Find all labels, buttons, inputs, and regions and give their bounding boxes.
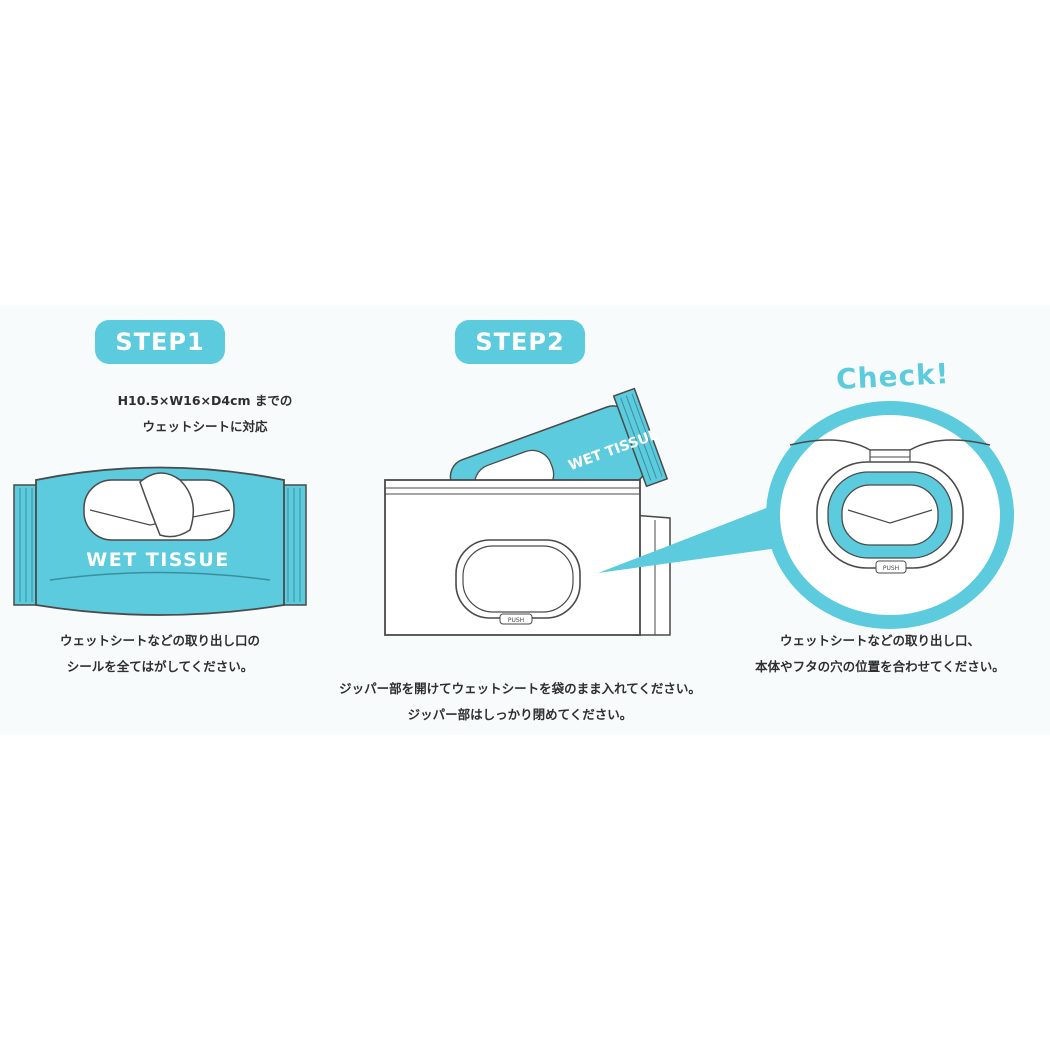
push-label: PUSH <box>508 617 524 624</box>
check-instruction-line1: ウェットシートなどの取り出し口、 <box>779 633 980 648</box>
check-zoom-illustration: PUSH <box>598 401 1014 629</box>
step2-instruction-line1: ジッパー部を開けてウェットシートを袋のまま入れてください。 <box>339 681 701 696</box>
step1-instruction: ウェットシートなどの取り出し口の シールを全てはがしてください。 <box>0 628 320 680</box>
check-instruction-line2: 本体やフタの穴の位置を合わせてください。 <box>755 659 1005 674</box>
step2-instruction-line2: ジッパー部はしっかり閉めてください。 <box>407 707 633 722</box>
step1-badge: STEP1 <box>95 320 225 364</box>
check-push-label: PUSH <box>883 565 899 572</box>
step1-instruction-line1: ウェットシートなどの取り出し口の <box>59 633 260 648</box>
step2-instruction: ジッパー部を開けてウェットシートを袋のまま入れてください。 ジッパー部はしっかり… <box>300 676 740 728</box>
wet-tissue-pack-illustration: WET TISSUE <box>13 466 307 616</box>
wet-tissue-label: WET TISSUE <box>86 549 229 571</box>
step1-instruction-line2: シールを全てはがしてください。 <box>66 659 254 674</box>
step1-size-note-line2: ウェットシートに対応 <box>142 419 268 434</box>
check-instruction: ウェットシートなどの取り出し口、 本体やフタの穴の位置を合わせてください。 <box>720 628 1040 680</box>
case-with-pack-illustration: WET TISSUE PUSH <box>384 387 671 636</box>
check-title: Check! <box>835 357 951 396</box>
step1-size-note-line1: H10.5×W16×D4cm までの <box>117 393 293 408</box>
step1-size-note: H10.5×W16×D4cm までの ウェットシートに対応 <box>40 388 370 440</box>
step2-badge: STEP2 <box>455 320 585 364</box>
